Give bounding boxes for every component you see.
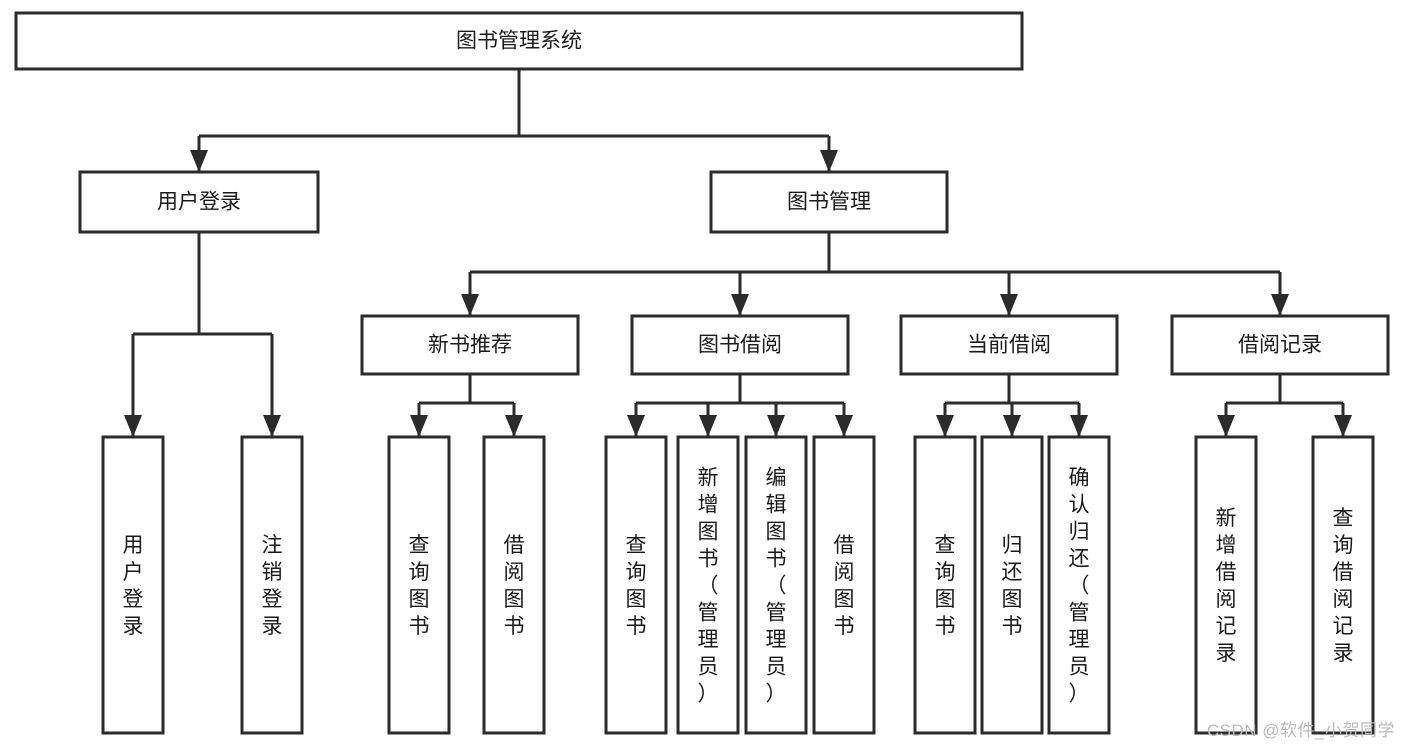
node-box-leaf-query-book-1 <box>387 435 451 735</box>
node-label-book-manage: 图书管理 <box>787 191 871 214</box>
arrow-head-icon <box>190 150 208 172</box>
arrow-head-icon <box>731 294 749 316</box>
node-label-leaf-add-book: 新增图书（管理员） <box>698 467 719 706</box>
node-box-borrow-record <box>1170 314 1390 376</box>
arrow-head-icon <box>1217 415 1235 437</box>
node-label-leaf-edit-book: 编辑图书（管理员） <box>766 467 787 706</box>
node-box-book-manage <box>709 170 949 234</box>
node-box-new-book-recommend <box>360 314 580 376</box>
connector-current-borrow <box>936 374 1088 437</box>
node-box-leaf-borrow-book-2 <box>812 435 876 735</box>
connector-borrow-record <box>1217 374 1352 437</box>
arrow-head-icon <box>1334 415 1352 437</box>
node-label-book-borrow: 图书借阅 <box>698 334 782 357</box>
arrow-head-icon <box>1070 415 1088 437</box>
node-box-leaf-query-book-3 <box>913 435 977 735</box>
arrow-head-icon <box>936 415 954 437</box>
node-root[interactable]: 图书管理系统 <box>14 11 1024 71</box>
arrow-head-icon <box>835 415 853 437</box>
node-leaf-query-book-3[interactable]: 查询图书 <box>913 435 977 735</box>
node-label-leaf-return-book: 归还图书 <box>1002 534 1023 638</box>
node-box-leaf-borrow-book-1 <box>482 435 546 735</box>
node-borrow-record[interactable]: 借阅记录 <box>1170 314 1390 376</box>
node-leaf-add-record[interactable]: 新增借阅记录 <box>1194 435 1258 735</box>
connector-root <box>190 69 838 172</box>
node-leaf-confirm-return[interactable]: 确认归还（管理员） <box>1047 435 1111 735</box>
node-box-leaf-confirm-return <box>1047 435 1111 735</box>
node-label-leaf-borrow-book-1: 借阅图书 <box>504 534 525 638</box>
node-book-manage[interactable]: 图书管理 <box>709 170 949 234</box>
node-leaf-edit-book[interactable]: 编辑图书（管理员） <box>744 435 808 735</box>
node-layer: 图书管理系统用户登录图书管理新书推荐图书借阅当前借阅借阅记录用户登录注销登录查询… <box>14 11 1390 735</box>
node-book-borrow[interactable]: 图书借阅 <box>630 314 850 376</box>
node-label-leaf-query-book-2: 查询图书 <box>626 534 647 638</box>
node-box-leaf-query-record <box>1311 435 1375 735</box>
node-box-leaf-query-book-2 <box>604 435 668 735</box>
arrow-head-icon <box>263 415 281 437</box>
node-leaf-query-book-1[interactable]: 查询图书 <box>387 435 451 735</box>
node-label-leaf-user-login: 用户登录 <box>123 534 144 638</box>
node-user-login[interactable]: 用户登录 <box>78 170 320 234</box>
node-label-root: 图书管理系统 <box>456 30 582 53</box>
watermark-label: CSDN @软件_小贺同学 <box>1206 721 1395 740</box>
arrow-head-icon <box>410 415 428 437</box>
node-leaf-add-book[interactable]: 新增图书（管理员） <box>676 435 740 735</box>
arrow-head-icon <box>124 415 142 437</box>
arrow-head-icon <box>767 415 785 437</box>
connector-layer <box>124 69 1352 437</box>
node-leaf-user-logout[interactable]: 注销登录 <box>240 435 304 735</box>
node-label-leaf-borrow-book-2: 借阅图书 <box>834 534 855 638</box>
node-leaf-query-record[interactable]: 查询借阅记录 <box>1311 435 1375 735</box>
arrow-head-icon <box>1000 294 1018 316</box>
node-box-user-login <box>78 170 320 234</box>
node-leaf-query-book-2[interactable]: 查询图书 <box>604 435 668 735</box>
node-label-borrow-record: 借阅记录 <box>1238 334 1322 357</box>
node-leaf-borrow-book-2[interactable]: 借阅图书 <box>812 435 876 735</box>
node-leaf-return-book[interactable]: 归还图书 <box>980 435 1044 735</box>
node-label-leaf-query-record: 查询借阅记录 <box>1333 507 1354 665</box>
node-box-leaf-edit-book <box>744 435 808 735</box>
node-box-root <box>14 11 1024 71</box>
node-box-leaf-add-book <box>676 435 740 735</box>
node-label-user-login: 用户登录 <box>157 191 241 214</box>
node-label-leaf-query-book-3: 查询图书 <box>935 534 956 638</box>
node-leaf-user-login[interactable]: 用户登录 <box>101 435 165 735</box>
arrow-head-icon <box>820 150 838 172</box>
connector-book-manage <box>461 232 1289 316</box>
arrow-head-icon <box>699 415 717 437</box>
arrow-head-icon <box>1003 415 1021 437</box>
arrow-head-icon <box>1271 294 1289 316</box>
node-box-book-borrow <box>630 314 850 376</box>
node-label-new-book-recommend: 新书推荐 <box>428 334 512 357</box>
arrow-head-icon <box>627 415 645 437</box>
node-box-current-borrow <box>899 314 1119 376</box>
node-label-leaf-add-record: 新增借阅记录 <box>1216 507 1237 665</box>
node-current-borrow[interactable]: 当前借阅 <box>899 314 1119 376</box>
connector-user-login <box>124 232 281 437</box>
node-box-leaf-user-logout <box>240 435 304 735</box>
node-new-book-recommend[interactable]: 新书推荐 <box>360 314 580 376</box>
connector-book-borrow <box>627 374 853 437</box>
arrow-head-icon <box>461 294 479 316</box>
node-label-leaf-confirm-return: 确认归还（管理员） <box>1069 467 1090 706</box>
node-label-leaf-user-logout: 注销登录 <box>262 534 283 638</box>
node-label-leaf-query-book-1: 查询图书 <box>409 534 430 638</box>
arrow-head-icon <box>505 415 523 437</box>
node-box-leaf-user-login <box>101 435 165 735</box>
node-box-leaf-add-record <box>1194 435 1258 735</box>
node-leaf-borrow-book-1[interactable]: 借阅图书 <box>482 435 546 735</box>
connector-new-book-recommend <box>410 374 523 437</box>
node-box-leaf-return-book <box>980 435 1044 735</box>
node-label-current-borrow: 当前借阅 <box>967 334 1051 357</box>
